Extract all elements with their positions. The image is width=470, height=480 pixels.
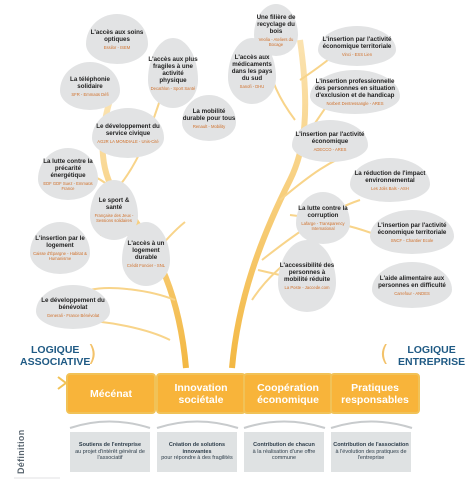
- definition-text: à l'évolution des pratiques de l'entrepr…: [335, 448, 407, 462]
- leaf-insertion-eco: L'insertion par l'activité économique AD…: [292, 120, 368, 162]
- leaf-partner: AG2R LA MONDIALE - Unis-Cité: [97, 138, 159, 144]
- definition-bold: Création de solutions innovantes: [168, 442, 226, 455]
- leaf-title: L'accès aux médicaments dans les pays du…: [231, 53, 273, 82]
- leaf-partner: Generali - France Bénévolat: [46, 312, 100, 318]
- leaf-title: L'aide alimentaire aux personnes en diff…: [378, 274, 446, 289]
- leaf-logement-durable: L'accès à un logement durable Crédit Fon…: [122, 222, 170, 286]
- leaf-partner: Les Jolis Bals - ASH: [371, 185, 409, 191]
- leaf-title: L'accessibilité des personnes à mobilité…: [279, 262, 335, 283]
- logic-right-line-1: LOGIQUE: [407, 344, 456, 356]
- leaf-logement: L'insertion par le logement Caisse d'Épa…: [30, 222, 90, 274]
- leaf-title: L'insertion par l'activité économique te…: [377, 221, 447, 236]
- leaf-title: La réduction de l'impact environnemental: [354, 169, 426, 184]
- definition-bold: Soutiens de l'entreprise: [78, 442, 142, 449]
- category-cooperation: Coopération économique: [243, 373, 333, 414]
- leaf-title: Le développement du bénévolat: [41, 296, 105, 311]
- definition-cooperation: Contribution de chacun à la réalisation …: [244, 432, 324, 472]
- leaf-partner: La Poste - Jaccede.com: [284, 285, 330, 290]
- leaf-accessibilite: L'accessibilité des personnes à mobilité…: [278, 240, 336, 312]
- logic-associative-label: LOGIQUE ASSOCIATIVE: [20, 344, 90, 368]
- definition-mecenat: Soutiens de l'entreprise au projet d'int…: [70, 432, 150, 472]
- leaf-acces-soins: L'accès aux soins optiques Essilor - ISE…: [86, 14, 148, 64]
- leaf-telephonie: La téléphonie solidaire SFR - Emmaüs Déf…: [60, 62, 120, 110]
- definition-innovation: Création de solutions innovantes pour ré…: [157, 432, 237, 472]
- leaf-partner: Caisse d'Épargne - Habitat & Humanisme: [33, 251, 87, 261]
- leaf-partner: Essilor - ISEM: [103, 44, 131, 50]
- leaf-partner: Française des Jeux - Sessions solidaires: [94, 213, 134, 223]
- leaf-impact-env: La réduction de l'impact environnemental…: [350, 158, 430, 202]
- leaf-title: L'accès aux soins optiques: [90, 28, 144, 43]
- leaf-insertion-territoriale-2: L'insertion par l'activité économique te…: [370, 210, 454, 254]
- leaf-partner: Renault - Mobility: [192, 123, 226, 129]
- definition-bold: Contribution de chacun: [253, 442, 315, 449]
- leaf-title: L'insertion professionnelle des personne…: [314, 78, 396, 99]
- leaf-insertion-territoriale-1: L'insertion par l'activité économique te…: [318, 26, 396, 66]
- definition-text: à la réalisation d'une offre commune: [252, 448, 316, 462]
- logic-left-line-2: ASSOCIATIVE: [20, 356, 91, 368]
- leaf-corruption: La lutte contre la corruption Lafarge - …: [296, 192, 350, 244]
- logic-left-line-1: LOGIQUE: [30, 344, 80, 356]
- leaf-partner: Crédit Foncier - SNL: [126, 263, 166, 268]
- leaf-insertion-handicap: L'insertion professionnelle des personne…: [310, 70, 400, 114]
- leaf-partner: Sanofi - DHU: [239, 83, 265, 89]
- leaf-title: La téléphonie solidaire: [70, 75, 110, 90]
- leaf-partner: SFR - Emmaüs Défi: [71, 91, 109, 97]
- leaf-title: Le développement du service civique: [96, 122, 160, 137]
- definition-pratiques: Contribution de l'association à l'évolut…: [331, 432, 411, 472]
- chevron-left-icon: ): [88, 342, 97, 367]
- leaf-bois: Une filière de recyclage du bois Veolia …: [254, 4, 298, 56]
- leaf-benevolat: Le développement du bénévolat Generali -…: [36, 285, 110, 329]
- leaf-partner: EDF GDF Suez - Emmaüs France: [43, 180, 93, 191]
- definition-label: Définition: [16, 429, 26, 475]
- leaf-partner: SNCF - Chantier Ecole: [390, 237, 434, 243]
- leaf-title: L'insertion par l'activité économique: [295, 130, 365, 145]
- category-label: Mécénat: [89, 387, 132, 400]
- category-mecenat: Mécénat: [66, 373, 156, 414]
- definition-text: pour répondre à des fragilités: [161, 455, 233, 462]
- leaf-title: Une filière de recyclage du bois: [256, 13, 296, 35]
- leaf-title: La mobilité durable pour tous: [182, 107, 236, 122]
- leaf-mobilite: La mobilité durable pour tous Renault - …: [182, 95, 236, 141]
- category-label: Coopération économique: [257, 381, 319, 406]
- logic-right-line-2: ENTREPRISE: [398, 356, 466, 368]
- leaf-title: La lutte contre la corruption: [298, 205, 348, 219]
- leaf-title: Le sport & santé: [98, 197, 130, 211]
- category-pratiques: Pratiques responsables: [330, 373, 420, 414]
- definition-bold: Contribution de l'association: [333, 442, 409, 449]
- leaf-title: La lutte contre la précarité énergétique: [43, 157, 93, 179]
- definition-text: au projet d'intérêt général de l'associa…: [75, 448, 145, 462]
- leaf-partner: ADECCO - ARES: [313, 146, 347, 152]
- leaf-partner: Veolia - Ateliers du Bocage: [258, 36, 294, 47]
- leaf-service-civique: Le développement du service civique AG2R…: [92, 108, 164, 158]
- leaf-title: L'insertion par l'activité économique te…: [322, 35, 392, 50]
- leaf-partner: Norbert Dentressangle - ARES: [326, 101, 384, 106]
- leaf-partner: Carrefour - ANDES: [394, 290, 430, 296]
- leaf-title: L'accès à un logement durable: [127, 240, 165, 261]
- leaf-partner: Vinci - ESS Lien: [341, 51, 373, 57]
- leaf-partner: Lafarge - Transparency International: [301, 221, 345, 231]
- leaf-precarite: La lutte contre la précarité énergétique…: [38, 148, 98, 200]
- leaf-activite-physique: L'accès aux plus fragiles à une activité…: [148, 38, 198, 108]
- chevron-right-icon: (: [380, 342, 389, 367]
- category-label: Innovation sociétale: [174, 381, 228, 406]
- leaf-aide-alimentaire: L'aide alimentaire aux personnes en diff…: [372, 262, 452, 308]
- leaf-title: L'accès aux plus fragiles à une activité…: [148, 55, 198, 84]
- logic-entreprise-label: LOGIQUE ENTREPRISE: [398, 344, 465, 368]
- leaf-title: L'insertion par le logement: [35, 235, 85, 249]
- category-label: Pratiques responsables: [341, 381, 409, 406]
- leaf-partner: Decathlon - Sport Santé: [150, 85, 196, 91]
